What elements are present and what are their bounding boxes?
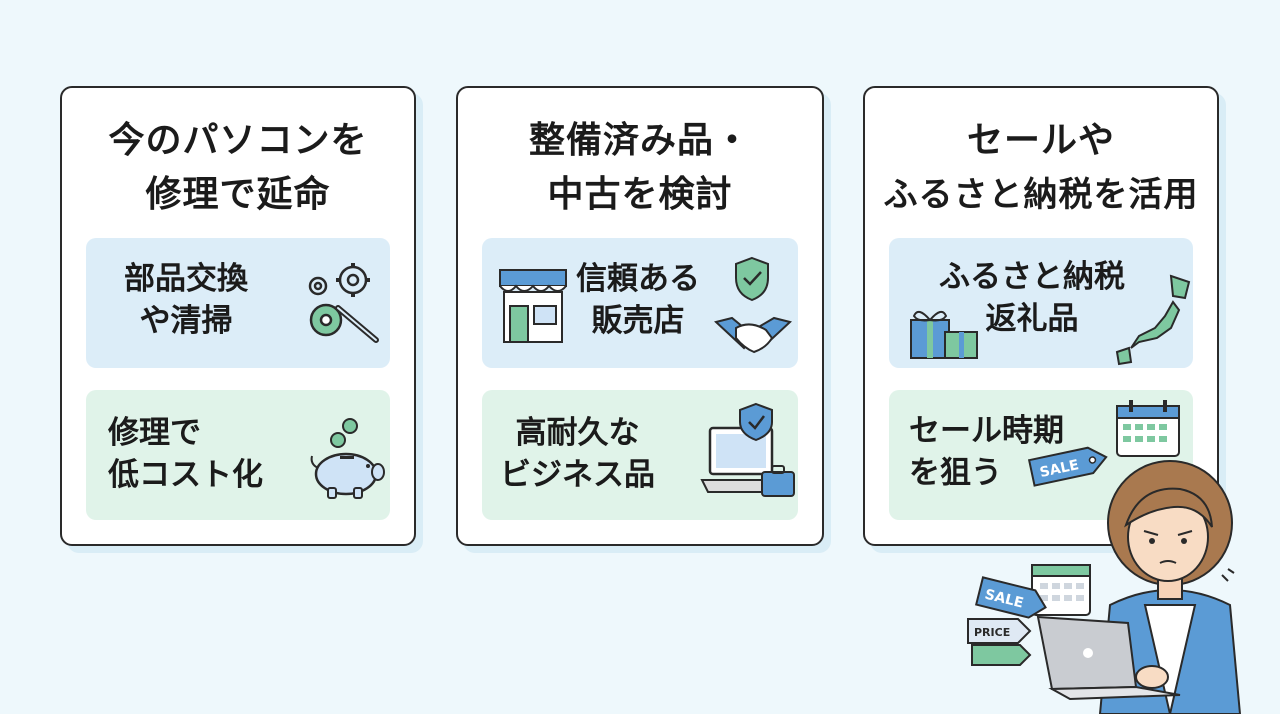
card-title: 整備済み品・ 中古を検討 (528, 120, 751, 215)
shield-check-icon (730, 254, 774, 304)
item-label: 修理で 低コスト化 (108, 415, 263, 493)
item-durable-business: 高耐久な ビジネス品 (482, 390, 798, 520)
store-icon (496, 264, 570, 348)
gift-box-icon (909, 302, 981, 362)
price-tag-text: PRICE (974, 626, 1010, 639)
card-title: 今のパソコンを 修理で延命 (108, 120, 368, 215)
item-trusted-store: 信頼ある 販売店 (482, 238, 798, 368)
card-title: セールや ふるさと納税を活用 (883, 120, 1199, 215)
japan-map-icon (1109, 272, 1199, 368)
card-refurbished: 整備済み品・ 中古を検討 信頼ある 販売店 (456, 86, 824, 546)
calendar-icon (1113, 398, 1183, 458)
item-low-cost-repair: 修理で 低コスト化 (86, 390, 390, 520)
svg-text:SALE: SALE (1038, 457, 1080, 481)
item-furusato-gift: ふるさと納税 返礼品 (889, 238, 1193, 368)
item-label: 信頼ある 販売店 (576, 261, 700, 339)
item-parts-cleaning: 部品交換 や清掃 (86, 238, 390, 368)
item-label: 部品交換 や清掃 (124, 261, 248, 339)
laptop-shield-icon (700, 400, 800, 504)
piggy-bank-coins-icon (306, 412, 396, 502)
item-label: セール時期 を狙う (909, 413, 1064, 491)
item-label: ふるさと納税 返礼品 (939, 259, 1125, 337)
woman-with-laptop-illustration: SALE PRICE (960, 455, 1260, 714)
item-label: 高耐久な ビジネス品 (500, 415, 655, 493)
card-repair: 今のパソコンを 修理で延命 部品交換 や清掃 (60, 86, 416, 546)
handshake-icon (714, 308, 792, 358)
sale-tag-icon: SALE (1026, 438, 1112, 492)
gears-wrench-icon (298, 258, 388, 348)
